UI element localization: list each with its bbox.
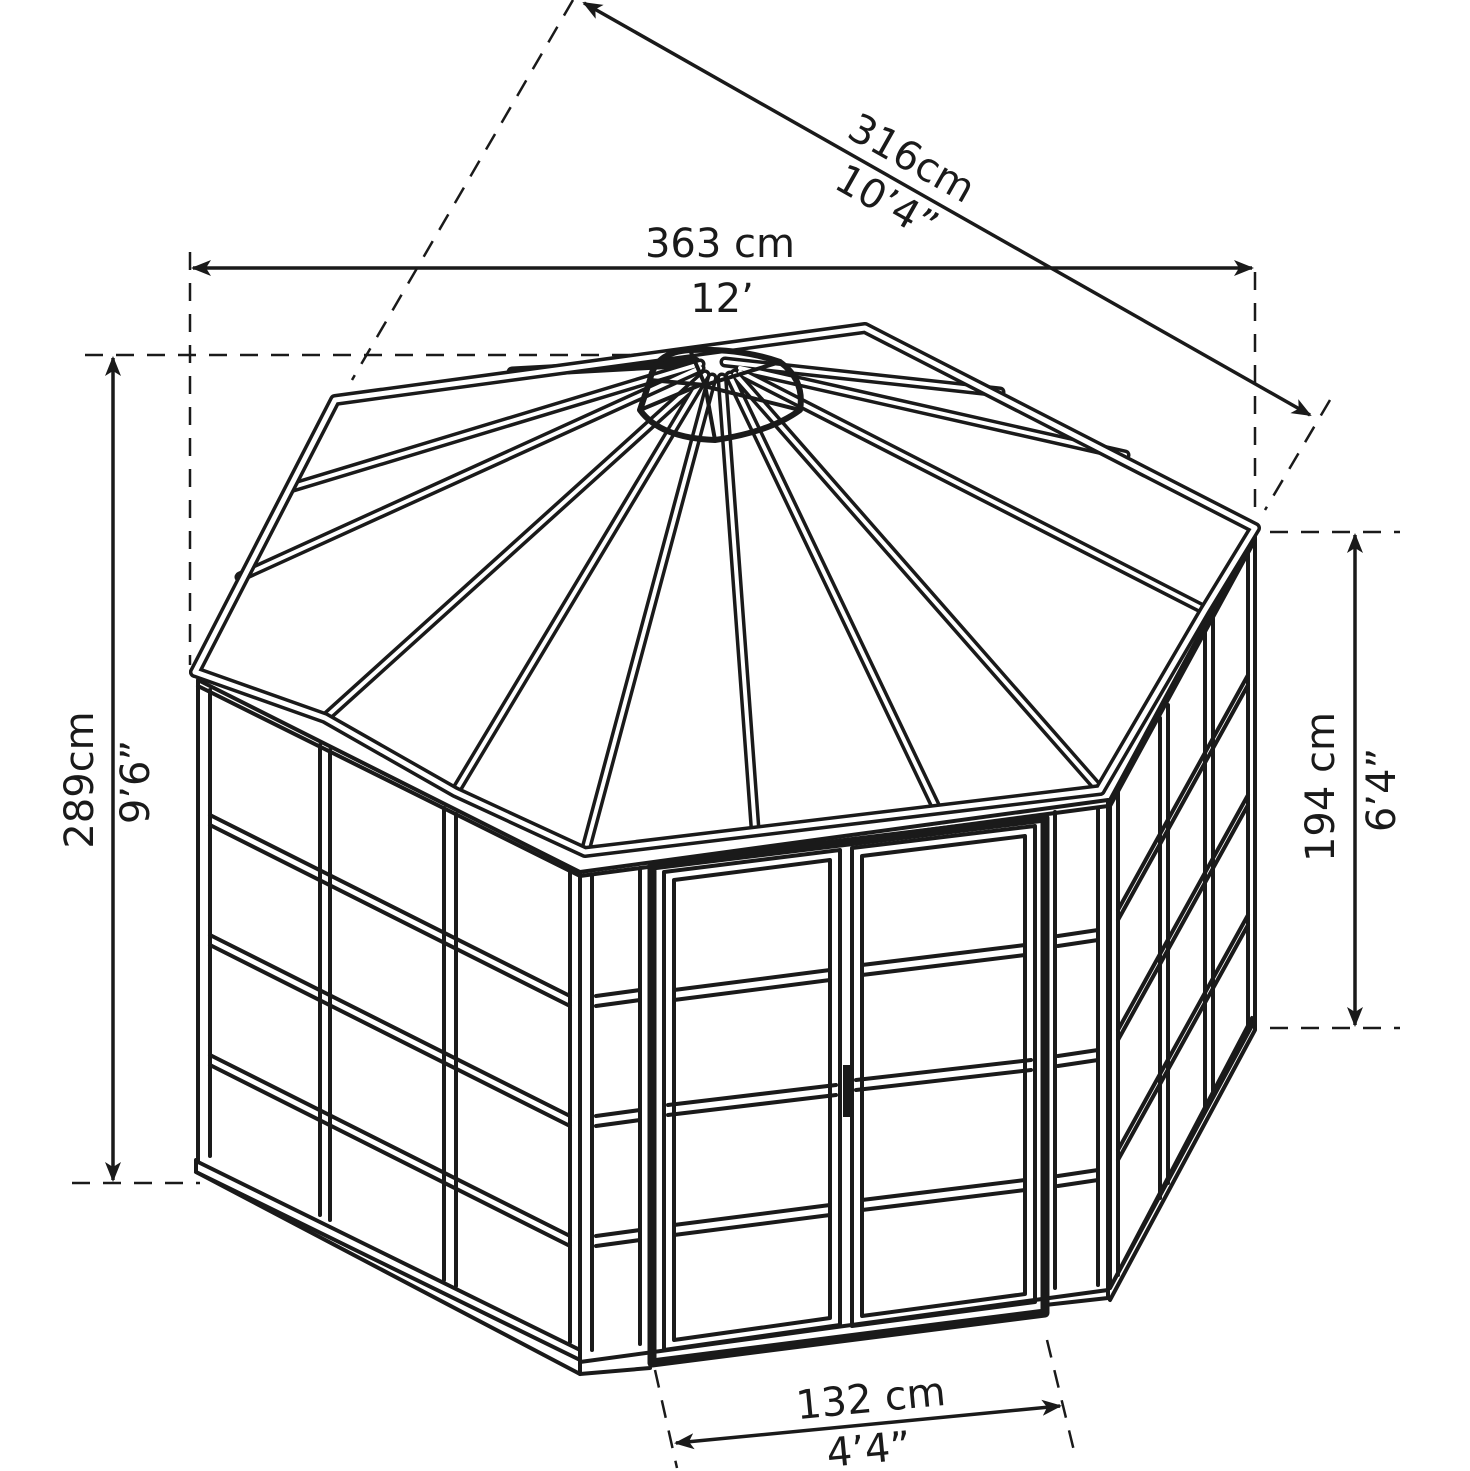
diagonal-width-arrow xyxy=(582,1,1312,417)
dimension-labels: 363 cm 12’ 316cm 10’4” 289cm 9’6” 194 cm… xyxy=(57,105,1405,1471)
gazebo-structure xyxy=(189,322,1261,1376)
door-width-arrow xyxy=(674,1399,1062,1450)
overall-width-metric-label: 363 cm xyxy=(645,221,795,267)
left-door xyxy=(662,848,842,1352)
left-wall xyxy=(196,678,582,1352)
wall-height-metric-label: 194 cm xyxy=(1298,712,1344,862)
overall-width-imperial-label: 12’ xyxy=(690,276,754,322)
right-door xyxy=(850,824,1037,1328)
right-wall xyxy=(1108,530,1257,1290)
front-wall xyxy=(578,798,1110,1368)
dimension-arrows xyxy=(105,1,1363,1450)
door-width-imperial-label: 4’4” xyxy=(825,1423,913,1471)
roof xyxy=(189,322,1261,878)
wall-height-imperial-label: 6’4” xyxy=(1359,748,1405,832)
overall-height-imperial-label: 9’6” xyxy=(113,740,159,824)
overall-height-metric-label: 289cm xyxy=(57,711,103,848)
door-handle xyxy=(843,1065,851,1117)
